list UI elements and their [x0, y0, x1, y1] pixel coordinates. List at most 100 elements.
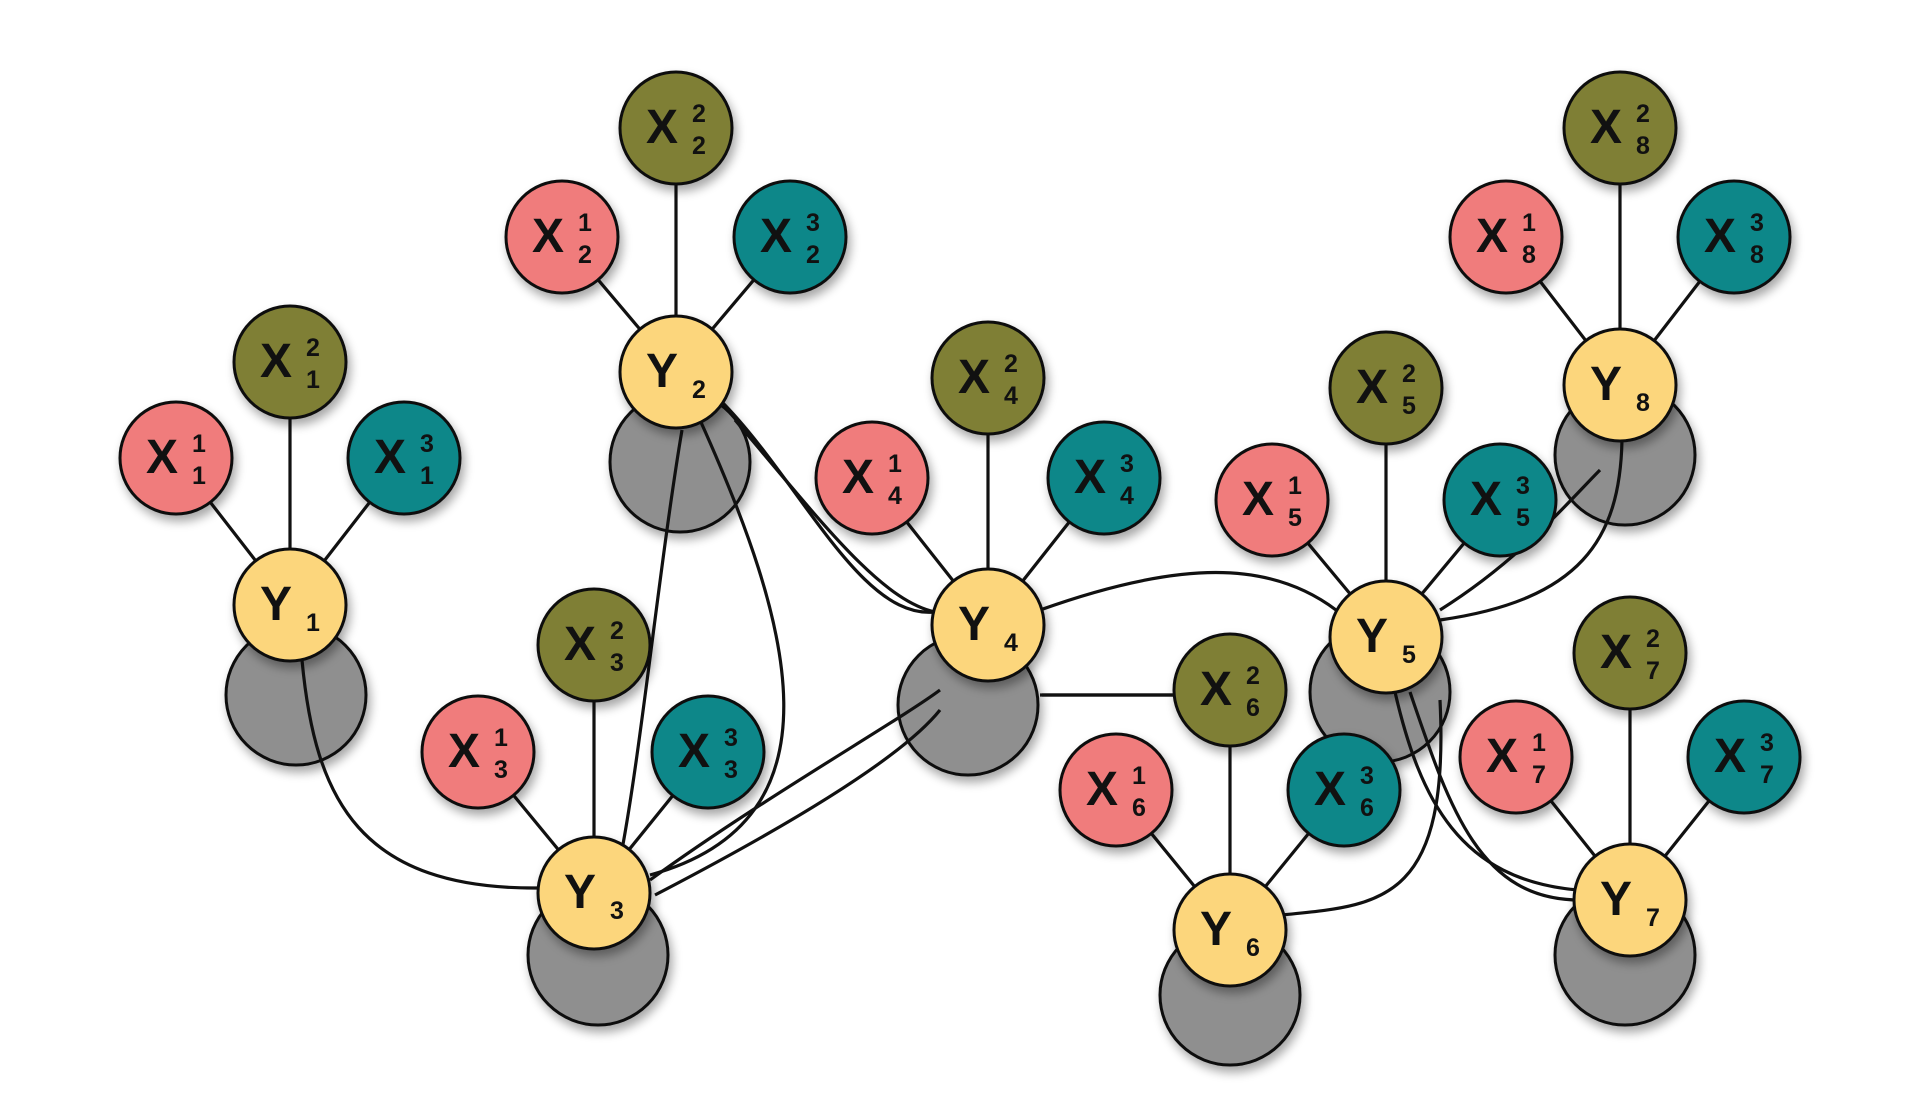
- node-subscript: 4: [1004, 382, 1018, 410]
- node-circle: [1572, 842, 1688, 958]
- node-superscript: 1: [494, 724, 508, 752]
- node-subscript: 7: [1760, 761, 1774, 789]
- node-label: Y: [1600, 873, 1632, 926]
- node-letter: Y: [1356, 610, 1388, 663]
- node-label: X: [1470, 473, 1502, 526]
- edge-y2-y3-2: [649, 419, 786, 877]
- node-superscript: 3: [420, 430, 434, 458]
- node-letter: Y: [564, 866, 596, 919]
- node-superscript: 1: [1132, 762, 1146, 790]
- node-label: Y: [564, 866, 596, 919]
- node-letter: X: [842, 451, 874, 504]
- node-letter: X: [374, 431, 406, 484]
- node-circle: [650, 694, 766, 810]
- node-letter: X: [1486, 730, 1518, 783]
- node-letter: X: [1704, 210, 1736, 263]
- node-circle: [1046, 420, 1162, 536]
- node-subscript: 3: [494, 756, 508, 784]
- node-circle: [504, 179, 620, 295]
- edge-y2-y4-2: [733, 418, 936, 614]
- node-label: X: [1486, 730, 1518, 783]
- node-letter: X: [958, 351, 990, 404]
- node-label: Y: [646, 345, 678, 398]
- node-letter: X: [1314, 763, 1346, 816]
- node-superscript: 2: [1646, 625, 1660, 653]
- edge-y4-y5-1: [1039, 570, 1337, 612]
- node-label: Y: [260, 578, 292, 631]
- node-circle: [1442, 442, 1558, 558]
- node-label: X: [564, 618, 596, 671]
- node-subscript: 3: [610, 649, 624, 677]
- node-label: X: [146, 431, 178, 484]
- node-circle: [930, 320, 1046, 436]
- node-circle: [1448, 179, 1564, 295]
- node-circle: [1286, 732, 1402, 848]
- node-letter: X: [448, 725, 480, 778]
- edge-y5-y7-2: [1408, 691, 1581, 902]
- node-superscript: 2: [692, 100, 706, 128]
- edge-y5-y8-1: [1439, 439, 1624, 622]
- node-subscript: 7: [1532, 761, 1546, 789]
- node-circle: [536, 587, 652, 703]
- node-circle: [1686, 699, 1802, 815]
- node-label: X: [1314, 763, 1346, 816]
- node-subscript: 2: [578, 241, 592, 269]
- node-circle: [232, 547, 348, 663]
- node-circle: [1328, 330, 1444, 446]
- node-circle: [118, 400, 234, 516]
- edge-y3-y4-1: [649, 688, 941, 882]
- node-label: Y: [1200, 903, 1232, 956]
- node-circle: [1328, 579, 1444, 695]
- node-superscript: 2: [1636, 100, 1650, 128]
- node-label: X: [1242, 473, 1274, 526]
- node-superscript: 1: [192, 430, 206, 458]
- node-superscript: 3: [806, 209, 820, 237]
- node-letter: X: [146, 431, 178, 484]
- node-letter: X: [1470, 473, 1502, 526]
- node-superscript: 1: [888, 450, 902, 478]
- node-circle: [1172, 632, 1288, 748]
- node-superscript: 3: [1360, 762, 1374, 790]
- node-letter: X: [1714, 730, 1746, 783]
- node-letter: X: [260, 335, 292, 388]
- node-subscript: 8: [1750, 241, 1764, 269]
- node-subscript: 5: [1402, 641, 1416, 669]
- node-letter: X: [1356, 361, 1388, 414]
- node-circle: [1058, 732, 1174, 848]
- node-circle: [732, 179, 848, 295]
- node-circle: [1458, 699, 1574, 815]
- node-circle: [618, 314, 734, 430]
- node-superscript: 1: [578, 209, 592, 237]
- node-subscript: 2: [806, 241, 820, 269]
- node-letter: Y: [1600, 873, 1632, 926]
- node-subscript: 8: [1636, 389, 1650, 417]
- node-circle: [232, 304, 348, 420]
- node-letter: Y: [1590, 358, 1622, 411]
- node-subscript: 4: [1004, 629, 1018, 657]
- node-subscript: 5: [1402, 392, 1416, 420]
- edge-y1-y3: [300, 659, 541, 890]
- node-letter: X: [646, 101, 678, 154]
- node-circle: [420, 694, 536, 810]
- node-label: X: [260, 335, 292, 388]
- node-letter: X: [1476, 210, 1508, 263]
- node-superscript: 3: [1760, 729, 1774, 757]
